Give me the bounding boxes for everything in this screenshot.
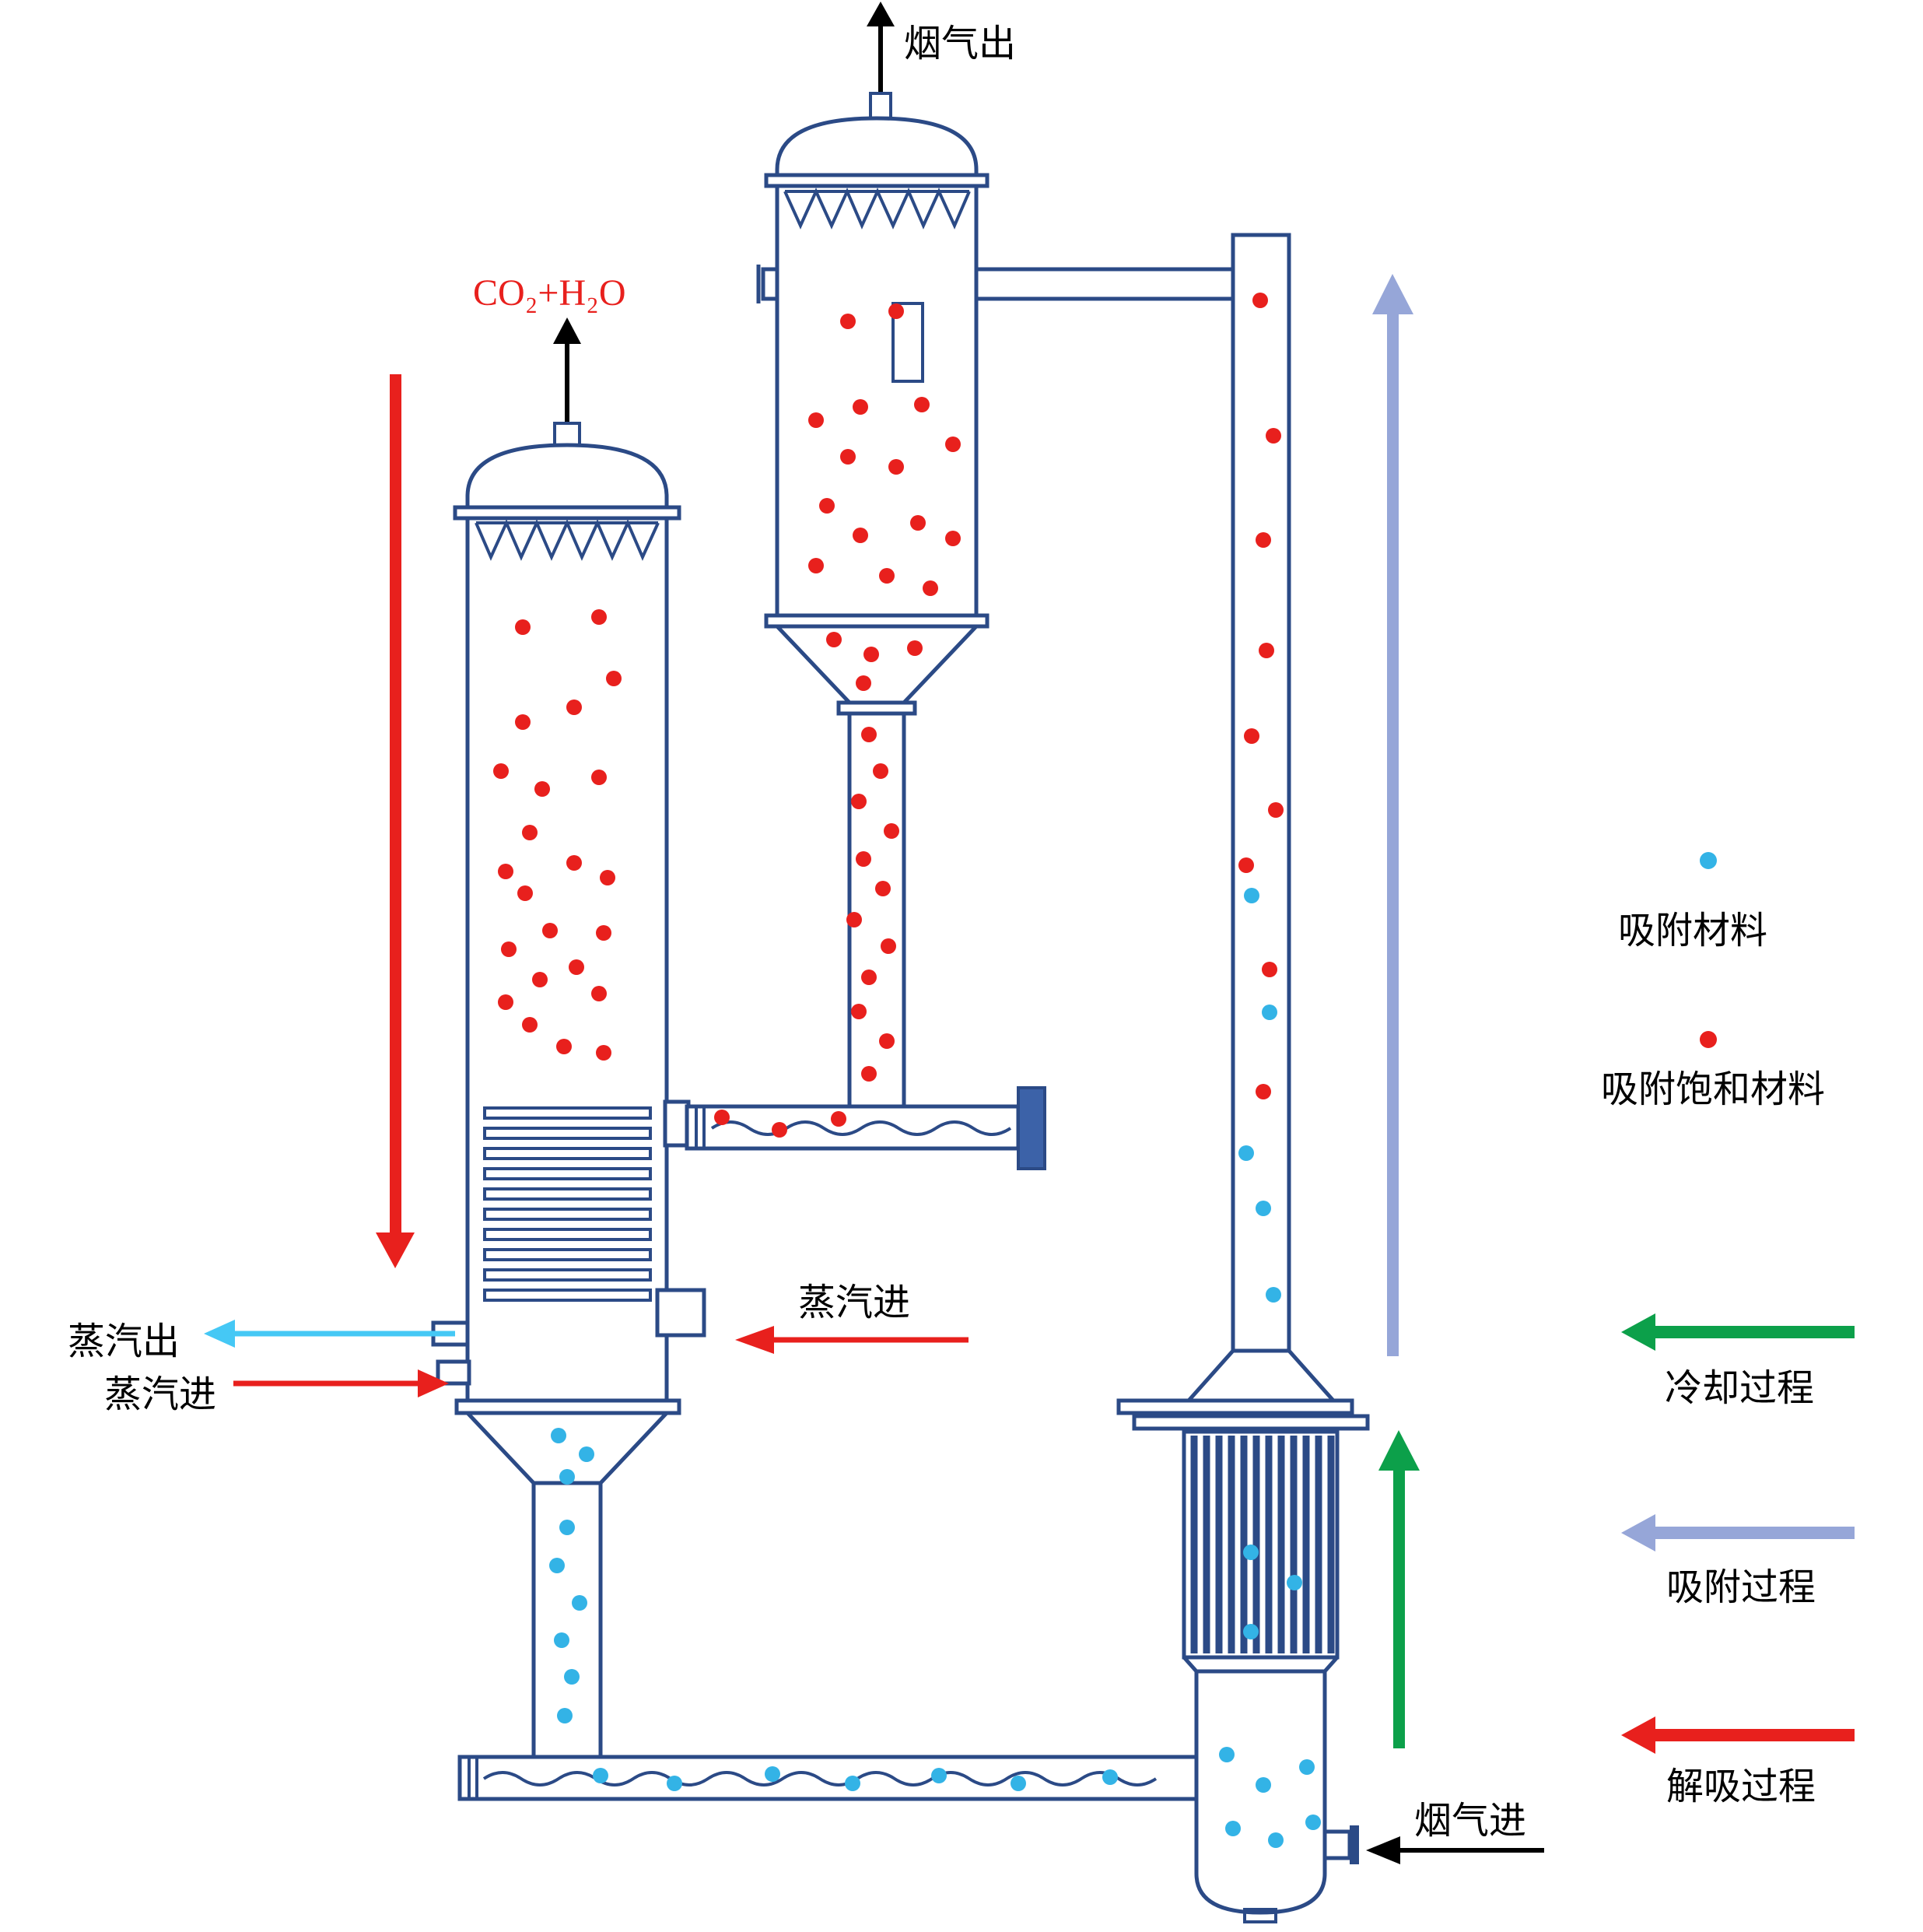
adsorption-process-arrow: [1372, 274, 1413, 1356]
riser-flange-plate-2: [1132, 1414, 1370, 1431]
saturated-sorbent-dots-desorber: [493, 609, 622, 1061]
screw-conveyor-lower: [457, 1755, 1199, 1801]
steam-inlet-nozzle-right: [655, 1288, 706, 1338]
steam-inlet-nozzle-left: [436, 1359, 471, 1386]
adsorber-dip-tube: [891, 302, 924, 383]
steam-in-mid-label: 蒸汽进: [798, 1282, 910, 1324]
desorber-body: [465, 516, 669, 1403]
legend-desorption-arrow: [1621, 1716, 1855, 1754]
co2-h2o-label: CO₂+H₂O: [473, 272, 626, 314]
steam-out-arrow: [204, 1320, 455, 1348]
legend-desorption-label: 解吸过程: [1666, 1766, 1816, 1808]
legend-cooling-arrow: [1621, 1313, 1855, 1351]
desorber-dome: [465, 443, 669, 510]
co2-out-arrow: [553, 317, 581, 422]
bottom-vessel: [1182, 1656, 1359, 1923]
legend-adsorbent-label: 吸附材料: [1618, 910, 1767, 952]
flue-gas-inlet-flange: [1350, 1825, 1359, 1864]
flue-gas-inlet-nozzle: [1322, 1829, 1352, 1860]
desorption-process-arrow: [376, 374, 415, 1268]
legend-adsorption-arrow: [1621, 1514, 1855, 1552]
screw-flight-upper: [710, 1120, 1012, 1136]
flue-gas-in-arrow: [1366, 1836, 1544, 1864]
fresh-sorbent-dots-riser: [1238, 888, 1281, 1303]
flue-gas-out-arrow: [867, 2, 895, 92]
adsorber-dome: [775, 116, 979, 177]
steam-in-left-arrow: [233, 1369, 449, 1397]
adsorber-drop-pipe: [847, 711, 906, 1109]
cooling-process-arrow: [1378, 1430, 1420, 1748]
legend-adsorption-label: 吸附过程: [1666, 1567, 1816, 1608]
flue-gas-in-label: 烟气进: [1414, 1801, 1526, 1842]
legend-adsorbent-dot: [1700, 852, 1717, 869]
cooler-tubes: [1190, 1436, 1335, 1653]
fresh-sorbent-dots-desorber-funnel: [551, 1428, 594, 1485]
saturated-sorbent-dots-conveyor: [714, 1110, 846, 1138]
bottom-vessel-drain: [1243, 1908, 1277, 1923]
conveyor-motor: [1017, 1086, 1046, 1170]
flue-gas-out-label: 烟气出: [904, 23, 1016, 65]
screw-conveyor-upper: [685, 1086, 1046, 1170]
legend: 吸附材料 吸附饱和材料 冷却过程 吸附过程 解吸过程: [1601, 852, 1855, 1808]
desorber-heater-coil: [483, 1106, 652, 1302]
fresh-sorbent-dots-desorber-pipe: [549, 1520, 587, 1723]
saturated-sorbent-dots-pipe: [846, 727, 899, 1082]
legend-cooling-label: 冷却过程: [1665, 1368, 1814, 1409]
saturated-sorbent-dots-adsorber: [808, 303, 961, 596]
steam-in-left-label: 蒸汽进: [104, 1374, 216, 1415]
riser-flange-plate-1: [1116, 1398, 1354, 1415]
legend-saturated-dot: [1700, 1031, 1717, 1048]
adsorption-column: [764, 92, 990, 1109]
riser-pipe: [1116, 233, 1370, 1431]
adsorber-body: [775, 184, 979, 618]
riser-bottom-cone: [1184, 1348, 1338, 1403]
steam-in-mid-arrow: [735, 1326, 969, 1354]
fresh-sorbent-dots-vessel: [1219, 1747, 1321, 1848]
legend-saturated-label: 吸附饱和材料: [1601, 1069, 1825, 1110]
fresh-sorbent-dots-conveyor: [593, 1766, 1118, 1791]
saturated-sorbent-dots-riser: [1238, 293, 1284, 1099]
adsorber-funnel: [772, 624, 981, 705]
steam-out-label: 蒸汽出: [68, 1321, 180, 1362]
adsorber-top-nozzle: [869, 92, 892, 120]
desorption-column: [431, 422, 706, 1761]
saturated-sorbent-dots-funnel: [826, 632, 923, 691]
fresh-sorbent-dots-cooler: [1243, 1545, 1302, 1639]
cooler-tube-bundle: [1182, 1429, 1340, 1660]
